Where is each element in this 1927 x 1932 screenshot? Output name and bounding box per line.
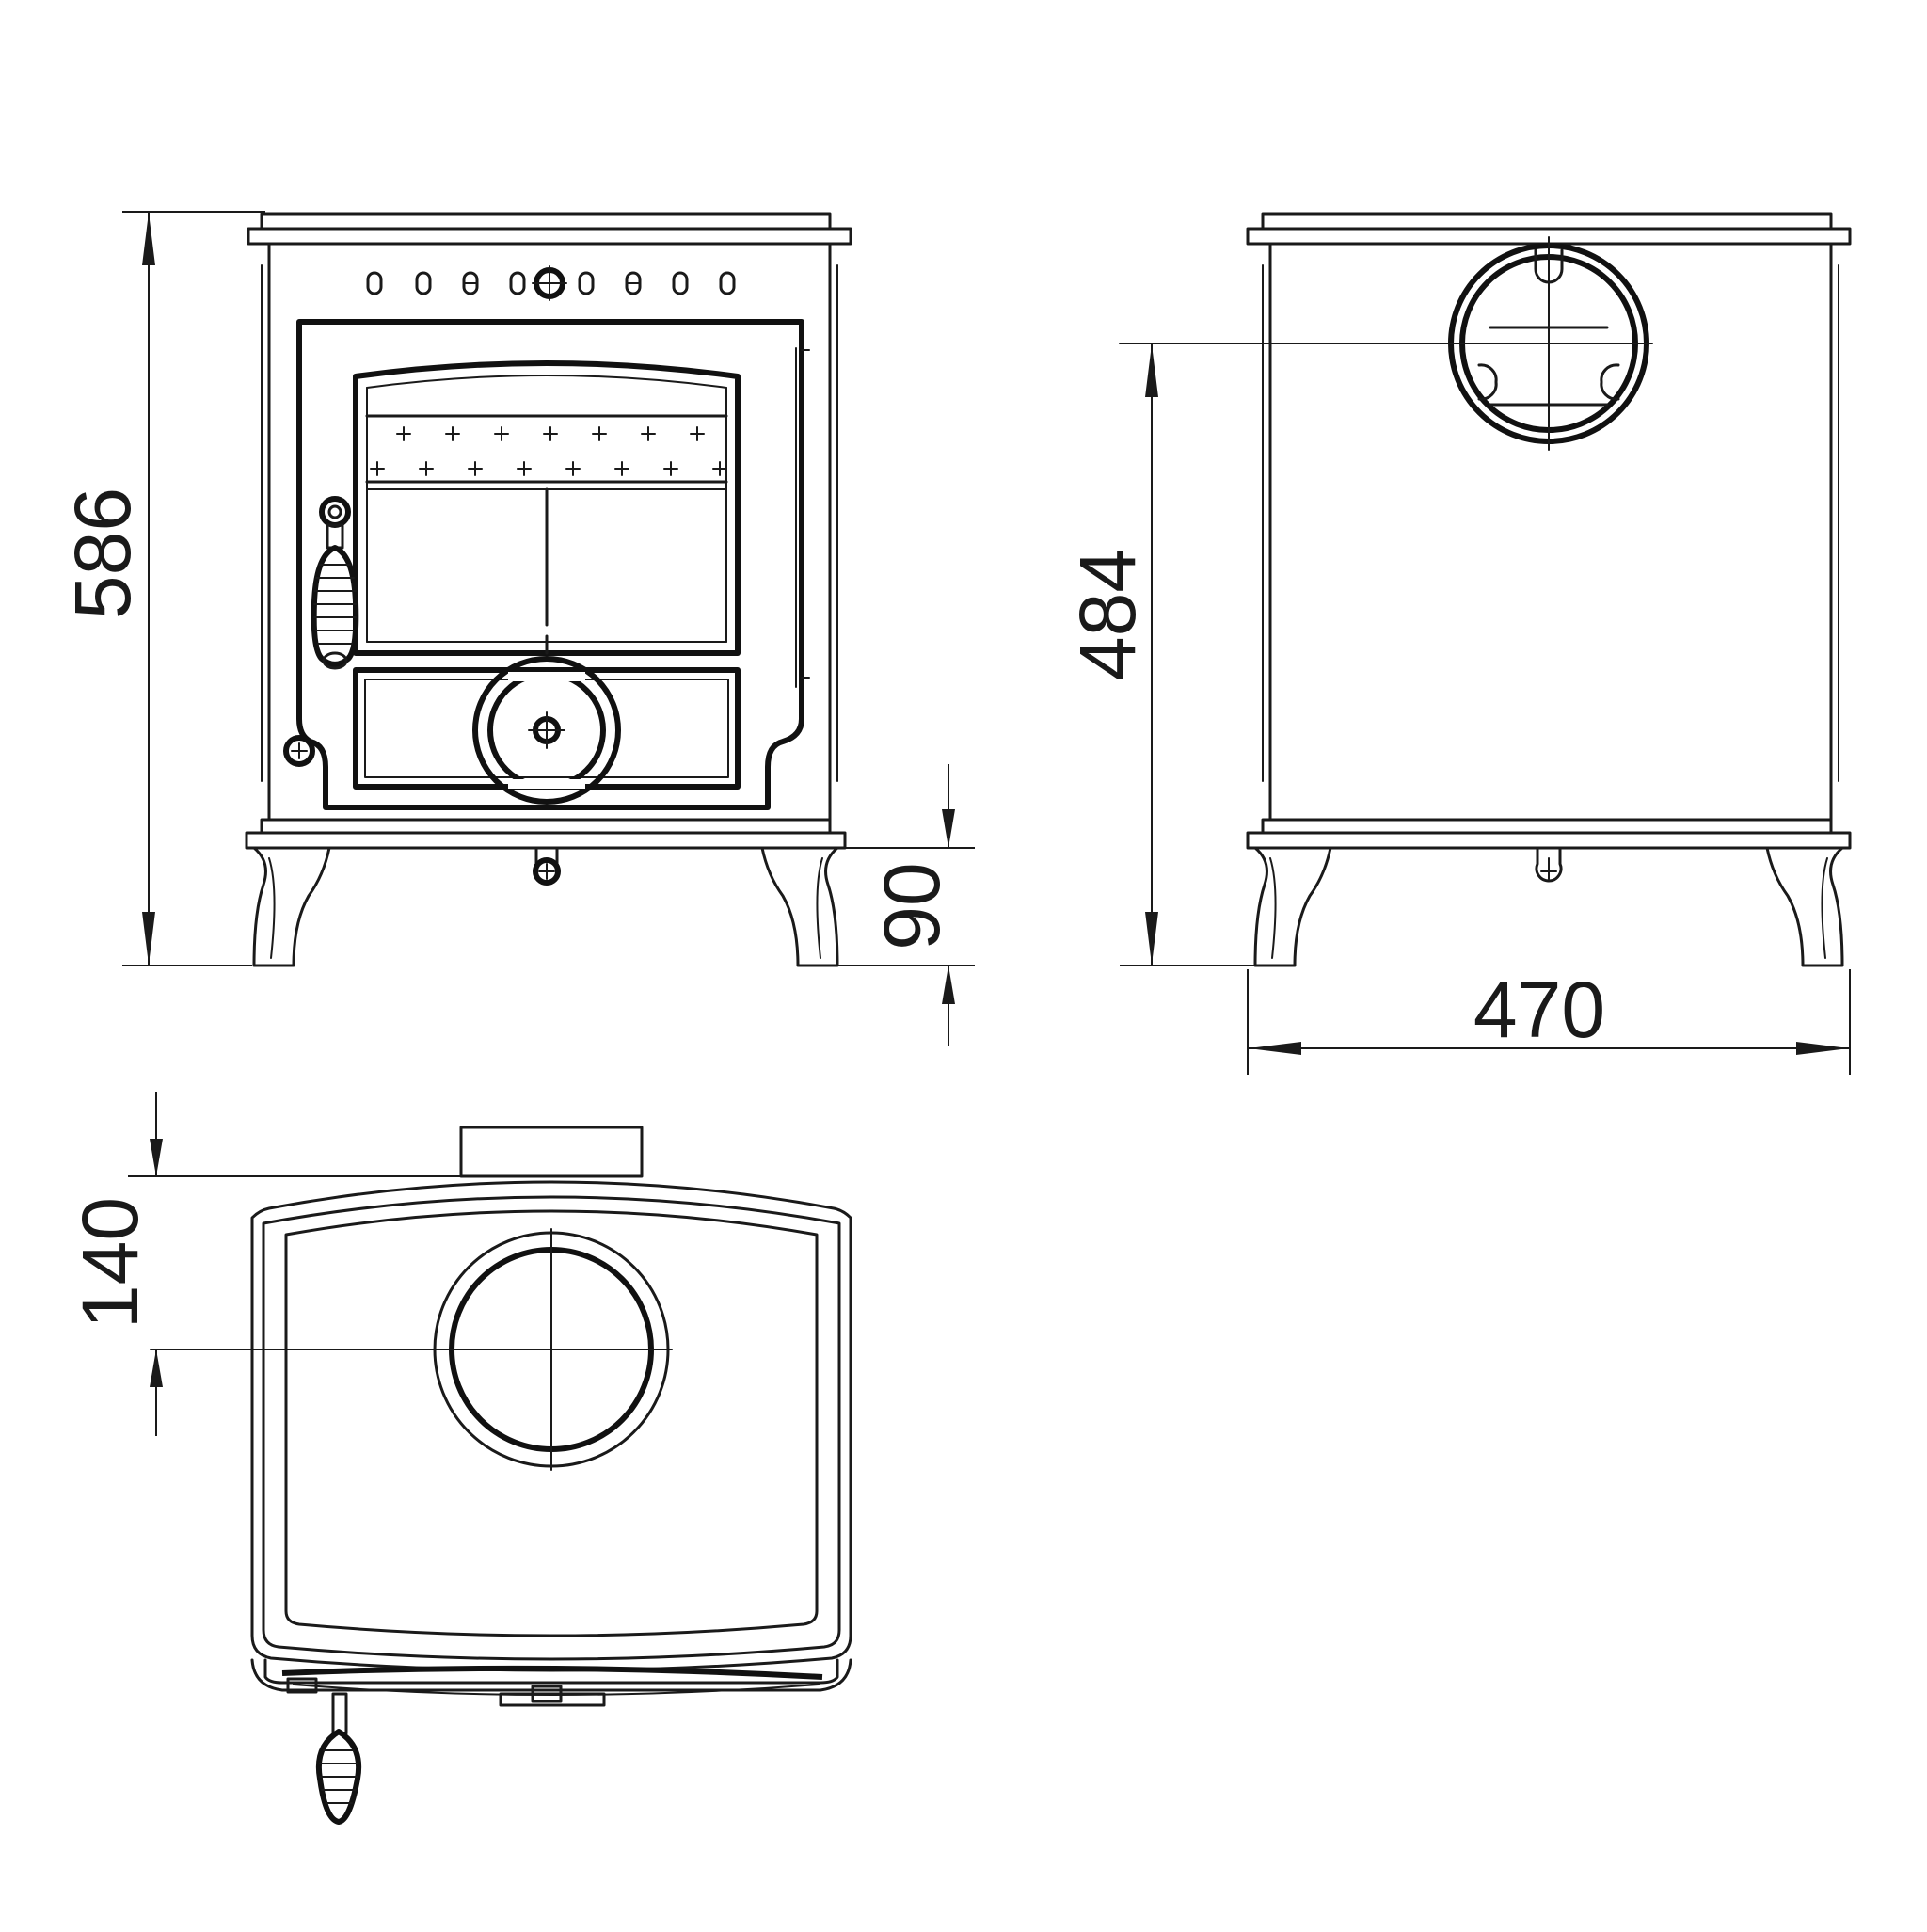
top-door-handle bbox=[316, 1692, 361, 1825]
dimension-height: 586 bbox=[58, 211, 265, 966]
top-flue-outlet bbox=[150, 1228, 673, 1471]
decorative-stars bbox=[370, 426, 727, 476]
rear-body bbox=[1262, 242, 1839, 822]
hinge-bolt bbox=[283, 735, 315, 767]
dimension-flue-offset-label: 140 bbox=[66, 1197, 154, 1329]
air-vent-holes bbox=[366, 271, 736, 295]
top-flue-collar bbox=[459, 1126, 644, 1178]
rear-right-leg bbox=[1765, 846, 1844, 967]
rear-plinth bbox=[1246, 818, 1852, 850]
dimension-leg-height: 90 bbox=[798, 764, 975, 1046]
front-top-plate bbox=[247, 212, 852, 246]
dimension-flue-height-label: 484 bbox=[1063, 549, 1152, 680]
door-handle bbox=[311, 496, 359, 670]
front-plinth bbox=[245, 818, 847, 850]
front-right-leg bbox=[760, 846, 839, 967]
dimension-width-label: 470 bbox=[1473, 966, 1605, 1054]
dimension-flue-height: 484 bbox=[1063, 344, 1261, 966]
dimension-leg-height-label: 90 bbox=[868, 862, 956, 950]
rear-left-leg bbox=[1253, 846, 1332, 967]
front-left-leg bbox=[252, 846, 331, 967]
riddling-bolt bbox=[533, 846, 561, 886]
top-plate-outline bbox=[250, 1180, 852, 1672]
rear-flue-outlet bbox=[1119, 236, 1653, 451]
dimension-width: 470 bbox=[1247, 966, 1851, 1075]
glass-window bbox=[353, 360, 741, 656]
primary-air-knob bbox=[528, 711, 565, 749]
rear-bolt bbox=[1535, 846, 1563, 883]
front-body bbox=[261, 242, 838, 822]
dimension-flue-offset: 140 bbox=[66, 1092, 551, 1436]
dimension-height-label: 586 bbox=[58, 487, 147, 619]
rear-view bbox=[1119, 212, 1852, 967]
air-control-knob bbox=[532, 265, 567, 301]
top-view bbox=[150, 1126, 852, 1825]
front-view bbox=[245, 212, 852, 967]
ash-pan-panel bbox=[353, 656, 741, 805]
